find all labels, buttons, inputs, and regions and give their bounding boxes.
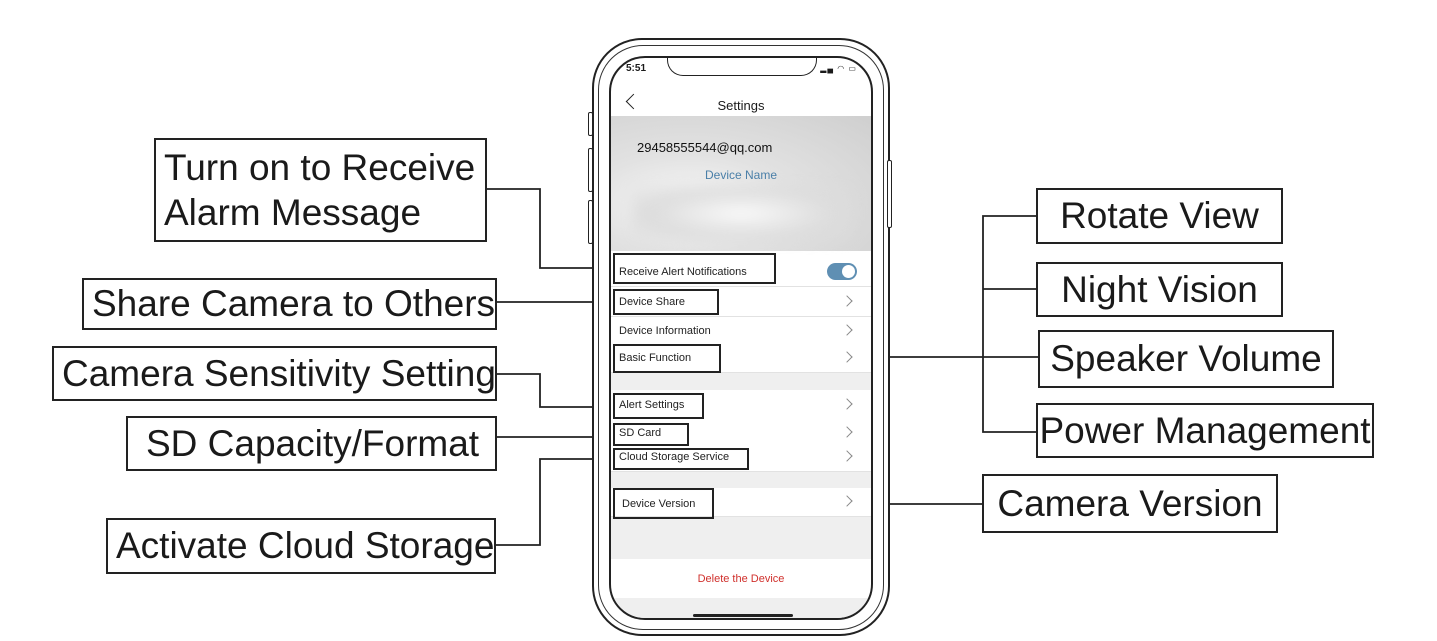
callout-sd-capacity: SD Capacity/Format <box>126 416 497 471</box>
highlight-alert-settings <box>613 393 704 419</box>
row-label: Device Version <box>622 498 696 510</box>
delete-device-button[interactable]: Delete the Device <box>697 573 785 585</box>
row-device-information[interactable]: Device Information <box>611 317 871 346</box>
status-icons: ▂▄ ◠ ▭ <box>820 64 857 73</box>
row-label: Receive Alert Notifications <box>619 266 747 278</box>
callout-rotate-view: Rotate View <box>1036 188 1283 244</box>
callout-power-management: Power Management <box>1036 403 1374 458</box>
phone-screen: 5:51 ▂▄ ◠ ▭ Settings 29458555544@qq.com … <box>609 56 873 620</box>
chevron-right-icon <box>841 324 853 336</box>
side-button-power <box>887 160 892 228</box>
section-gap <box>611 517 871 559</box>
callout-alarm-line-2: Alarm Message <box>164 192 422 233</box>
side-button-silent <box>588 112 593 136</box>
row-cloud-storage[interactable]: Cloud Storage Service <box>611 443 871 472</box>
account-email: 29458555544@qq.com <box>637 140 773 155</box>
chevron-right-icon <box>841 295 853 307</box>
highlight-alert-notifications <box>613 253 776 284</box>
chevron-right-icon <box>841 495 853 507</box>
status-time: 5:51 <box>626 63 647 74</box>
callout-camera-version: Camera Version <box>982 474 1278 533</box>
row-label: Device Information <box>619 325 711 337</box>
toggle-knob <box>842 265 855 278</box>
connector-bracket <box>982 215 1037 433</box>
side-button-volume-up <box>588 148 593 192</box>
side-button-volume-down <box>588 200 593 244</box>
bottom-gap <box>611 598 871 618</box>
highlight-basic-function <box>613 344 721 373</box>
callout-night-vision: Night Vision <box>1036 262 1283 317</box>
callout-share-camera: Share Camera to Others <box>82 278 497 330</box>
row-label: Alert Settings <box>619 399 685 411</box>
callout-alarm-line-1: Turn on to Receive <box>164 146 476 188</box>
device-name-link[interactable]: Device Name <box>704 168 778 182</box>
chevron-right-icon <box>841 351 853 363</box>
row-device-share[interactable]: Device Share <box>611 288 871 317</box>
highlight-device-share <box>613 289 719 315</box>
screen-title: Settings <box>717 98 765 113</box>
row-alert-settings[interactable]: Alert Settings <box>611 391 871 420</box>
callout-cloud-storage: Activate Cloud Storage <box>106 518 496 574</box>
phone-bezel <box>598 45 884 630</box>
highlight-sd-card <box>613 423 689 446</box>
row-label: Device Share <box>619 296 686 308</box>
device-preview-image <box>611 116 871 251</box>
highlight-cloud-storage <box>613 448 749 470</box>
alert-notifications-toggle[interactable] <box>827 263 857 280</box>
callout-alarm-message: Turn on to Receive Alarm Message <box>154 138 487 242</box>
chevron-right-icon <box>841 398 853 410</box>
chevron-right-icon <box>841 426 853 438</box>
section-gap <box>611 472 871 488</box>
phone-notch <box>667 58 817 76</box>
row-label: Basic Function <box>619 352 692 364</box>
row-label: SD Card <box>619 427 662 439</box>
row-basic-function[interactable]: Basic Function <box>611 344 871 373</box>
row-device-version[interactable]: Device Version <box>611 488 871 517</box>
chevron-right-icon <box>841 450 853 462</box>
callout-camera-sensitivity: Camera Sensitivity Setting <box>52 346 497 401</box>
highlight-device-version <box>613 488 714 519</box>
callout-speaker-volume: Speaker Volume <box>1038 330 1334 388</box>
home-indicator <box>693 614 793 617</box>
section-gap <box>611 373 871 390</box>
row-label: Cloud Storage Service <box>619 451 730 463</box>
